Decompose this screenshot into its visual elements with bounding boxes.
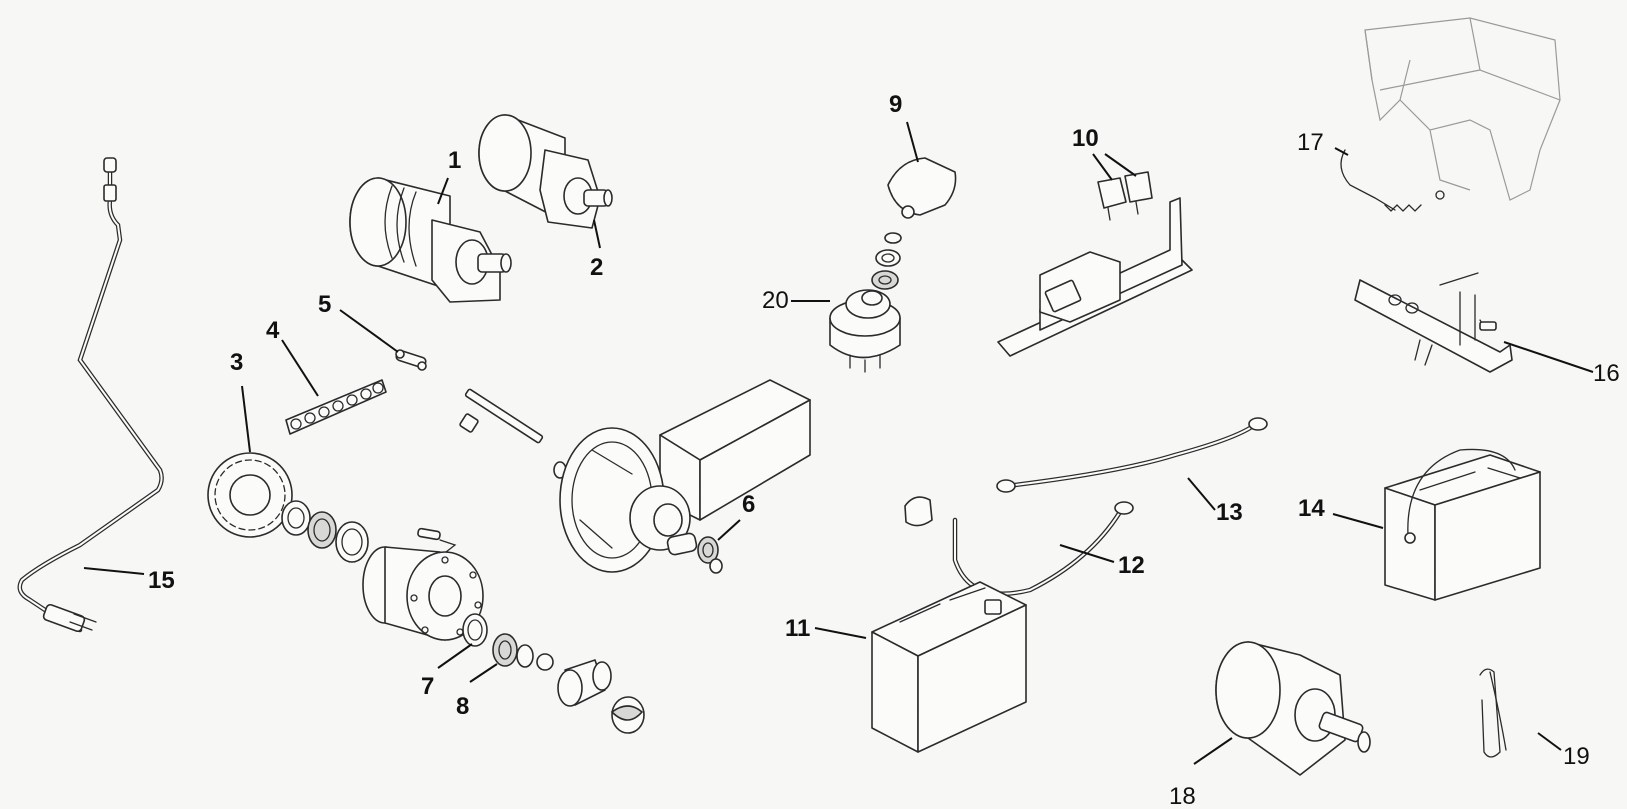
callout-3: 3 [230, 349, 243, 376]
axle-spindle [557, 659, 645, 734]
callout-11: 11 [785, 615, 810, 642]
battery-11 [871, 581, 1027, 753]
callout-9: 9 [889, 91, 902, 118]
callout-20: 20 [762, 287, 789, 314]
wheel-hub [362, 527, 484, 641]
sprocket-3 [207, 452, 293, 538]
callout-4: 4 [266, 317, 280, 344]
battery-14 [1384, 448, 1541, 601]
callout-16: 16 [1593, 360, 1620, 387]
wire-harness-15 [17, 157, 164, 633]
callout-1: 1 [448, 147, 461, 174]
seal-7 [462, 613, 488, 647]
callout-15: 15 [148, 567, 175, 594]
chain-link-5 [395, 349, 427, 371]
battery-cable-12 [904, 496, 1134, 596]
callout-13: 13 [1216, 499, 1243, 526]
callout-5: 5 [318, 291, 331, 318]
hydraulic-motor-18 [1215, 641, 1371, 776]
ignition-switch-20 [829, 289, 901, 373]
bearing-set [281, 500, 369, 563]
axle-bolt [459, 388, 567, 479]
callout-12: 12 [1118, 552, 1145, 579]
callout-6: 6 [742, 491, 755, 518]
callout-2: 2 [590, 254, 603, 281]
relay-bracket-10 [997, 171, 1193, 357]
callout-7: 7 [421, 673, 434, 700]
bearing-8 [492, 633, 554, 671]
starter-motor-2 [478, 114, 613, 229]
bracket-16 [1354, 272, 1513, 373]
hitch-pin-19 [1479, 668, 1507, 758]
ignition-key-9 [871, 157, 957, 290]
leader-lines [83, 121, 1594, 765]
callout-labels: 1 2 3 4 5 6 7 8 9 10 11 12 13 14 15 16 1… [148, 91, 1620, 809]
callout-19: 19 [1563, 743, 1590, 770]
callout-18: 18 [1169, 783, 1196, 809]
callout-10: 10 [1072, 125, 1099, 152]
battery-cable-13 [996, 417, 1268, 493]
roller-chain-4 [285, 379, 387, 435]
starter-motor-1 [349, 177, 512, 303]
callout-17: 17 [1297, 129, 1324, 156]
frame-17 [1340, 17, 1561, 212]
callout-8: 8 [456, 693, 469, 720]
callout-14: 14 [1298, 495, 1325, 522]
swing-arm [559, 379, 811, 573]
bushing-6 [666, 532, 723, 574]
